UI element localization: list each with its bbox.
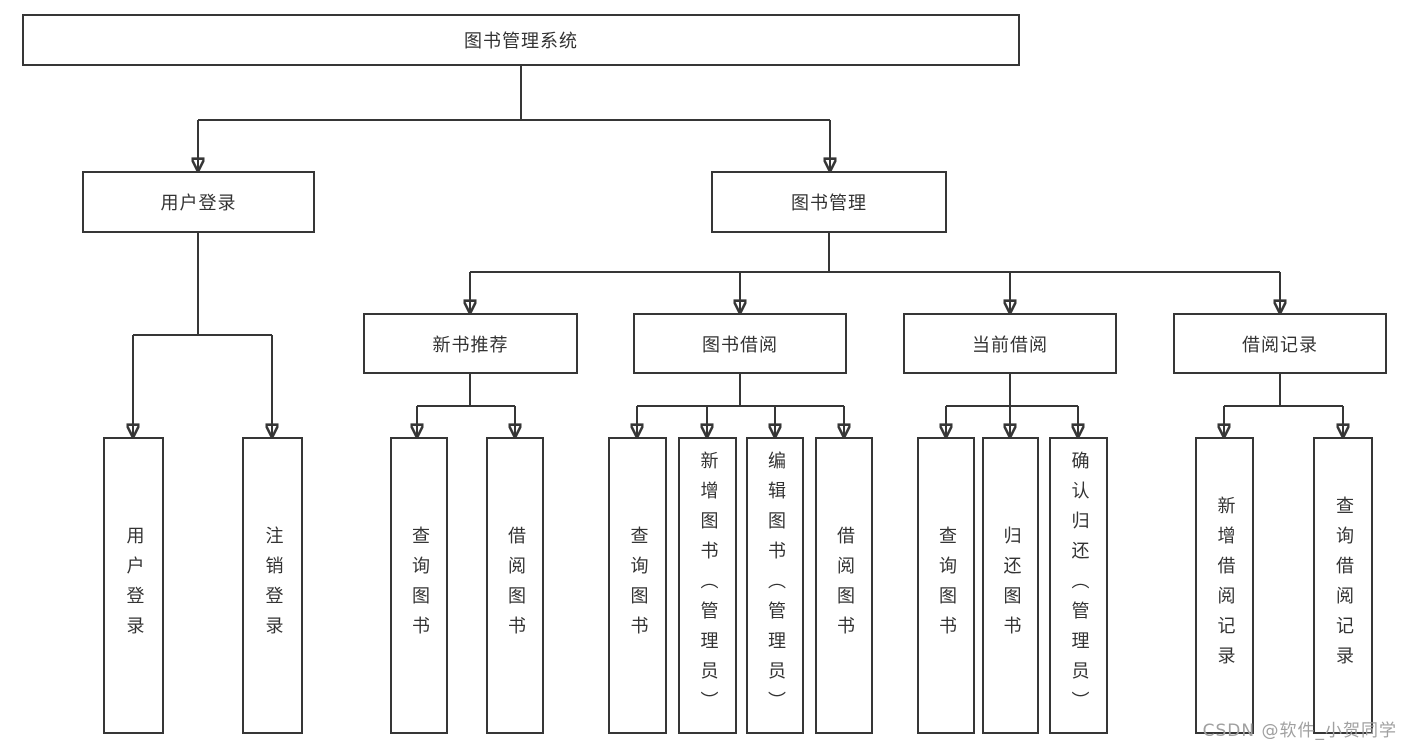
branch-borrow-records [1224,374,1343,437]
node-current-borrowing: 当前借阅 [903,313,1117,374]
node-library-management-system: 图书管理系统 [22,14,1020,66]
branch-user-login [133,233,272,437]
node-new-book-recommend: 新书推荐 [363,313,578,374]
watermark: CSDN @软件_小贺同学 [1202,721,1397,741]
node-user-login-leaf: 用户登录 [103,437,164,734]
node-borrow-records: 借阅记录 [1173,313,1387,374]
node-query-books-recommend: 查询图书 [390,437,448,734]
node-confirm-return-admin: 确认归还（管理员） [1049,437,1108,734]
node-query-books-current: 查询图书 [917,437,975,734]
node-logout: 注销登录 [242,437,303,734]
node-book-borrowing: 图书借阅 [633,313,847,374]
node-add-borrow-record: 新增借阅记录 [1195,437,1254,734]
node-add-books-admin: 新增图书（管理员） [678,437,737,734]
node-edit-books-admin: 编辑图书（管理员） [746,437,804,734]
node-query-books-borrowing: 查询图书 [608,437,667,734]
node-book-management: 图书管理 [711,171,947,233]
branch-current-borrowing [946,374,1078,437]
node-return-books: 归还图书 [982,437,1039,734]
branch-book-borrowing [637,374,844,437]
node-user-login: 用户登录 [82,171,315,233]
node-borrow-books: 借阅图书 [815,437,873,734]
branch-book-management [470,233,1280,313]
node-borrow-books-recommend: 借阅图书 [486,437,544,734]
node-query-borrow-record: 查询借阅记录 [1313,437,1373,734]
branch-root [198,66,830,171]
branch-new-book-recommend [417,374,515,437]
